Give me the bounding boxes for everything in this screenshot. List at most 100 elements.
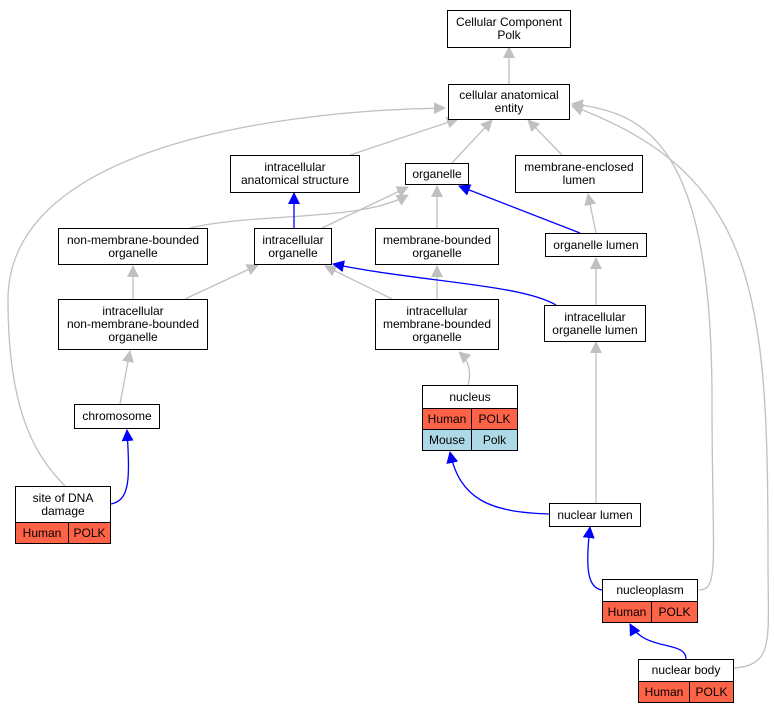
edge-nucleoplasm-nlumen — [582, 526, 603, 591]
node-site-of-dna-damage[interactable]: site of DNA damage Human POLK — [15, 486, 111, 544]
node-cellular-anatomical-entity[interactable]: cellular anatomical entity — [448, 84, 570, 120]
node-label-line: Cellular Component — [455, 15, 563, 29]
species-cell: Human — [427, 411, 467, 426]
node-label-line: membrane-enclosed — [524, 160, 634, 174]
node-label-line: intracellular — [262, 232, 324, 247]
gene-cell: POLK — [689, 682, 733, 702]
node-label: nuclear lumen — [550, 504, 640, 526]
annotation-row-human: Human POLK — [16, 522, 110, 543]
node-label-line: organelle — [412, 245, 462, 260]
edge-organelle-cae — [451, 119, 493, 164]
node-label-line: lumen — [562, 173, 596, 187]
edge-nbody-cae — [571, 104, 770, 669]
node-nuclear-lumen[interactable]: nuclear lumen — [549, 503, 641, 527]
edge-nbody-nucleoplasm — [629, 623, 687, 660]
edge-chromosome-inmbo — [119, 350, 134, 405]
node-intracellular-organelle[interactable]: intracellular organelle — [254, 228, 332, 265]
node-label-line: organelle lumen — [553, 237, 639, 252]
node-label-line: chromosome — [82, 409, 152, 423]
gene-cell: Polk — [471, 430, 517, 450]
edge-intracellular-cae — [349, 116, 459, 156]
node-nucleoplasm[interactable]: nucleoplasm Human POLK — [602, 579, 698, 623]
node-label: intracellular organelle — [255, 229, 331, 264]
node-label: intracellular non-membrane-bounded organ… — [59, 300, 207, 349]
node-membrane-enclosed-lumen[interactable]: membrane-enclosed lumen — [515, 155, 643, 193]
node-label-line: membrane-bounded — [382, 232, 492, 247]
node-root[interactable]: Cellular Component Polk — [447, 10, 571, 48]
node-label: chromosome — [75, 405, 159, 428]
node-label: cellular anatomical entity — [449, 85, 569, 119]
node-label-line: organelle lumen — [552, 322, 638, 337]
node-label-line: membrane-bounded — [382, 317, 492, 331]
node-nuclear-body[interactable]: nuclear body Human POLK — [638, 659, 734, 703]
node-label-line: nucleoplasm — [616, 583, 684, 597]
node-label: site of DNA damage — [16, 487, 110, 522]
node-label: organelle — [406, 164, 468, 184]
node-organelle-lumen[interactable]: organelle lumen — [545, 233, 647, 257]
node-label-line: organelle — [268, 245, 318, 260]
edge-dna-cae — [7, 102, 446, 487]
node-intracellular-non-membrane-bounded-organelle[interactable]: intracellular non-membrane-bounded organ… — [58, 299, 208, 350]
node-label-line: damage — [41, 503, 85, 518]
node-label: non-membrane-bounded organelle — [59, 229, 207, 264]
node-label-line: intracellular — [406, 304, 468, 318]
edge-nucleus-imbo — [458, 351, 472, 386]
node-label: intracellular anatomical structure — [231, 156, 359, 192]
node-nucleus[interactable]: nucleus Human POLK Mouse Polk — [422, 385, 518, 451]
node-label-line: non-membrane-bounded — [66, 232, 200, 247]
edge-nucleoplasm-cae — [571, 99, 715, 591]
species-cell: Human — [644, 684, 684, 699]
edge-mel-olumen — [584, 193, 597, 234]
node-label: organelle lumen — [546, 234, 646, 256]
node-label-line: cellular anatomical — [459, 88, 559, 102]
node-chromosome[interactable]: chromosome — [74, 404, 160, 429]
node-label: membrane-bounded organelle — [376, 229, 498, 264]
node-label-line: organelle — [412, 330, 462, 344]
edge-dna-chromosome — [110, 429, 134, 505]
node-label: Cellular Component Polk — [448, 11, 570, 47]
node-label: intracellular membrane-bounded organelle — [376, 300, 498, 349]
node-label: membrane-enclosed lumen — [516, 156, 642, 192]
node-label: nucleoplasm — [603, 580, 697, 601]
node-organelle[interactable]: organelle — [405, 163, 469, 185]
annotation-row-mouse: Mouse Polk — [423, 429, 517, 450]
annotation-row-human: Human POLK — [423, 408, 517, 429]
edge-mel-cae — [527, 119, 563, 156]
node-label-line: anatomical structure — [240, 173, 350, 187]
node-label-line: organelle — [108, 245, 158, 260]
node-label-line: intracellular — [564, 309, 626, 324]
node-label-line: nuclear body — [651, 663, 721, 677]
node-label-line: nucleus — [449, 389, 491, 404]
species-cell: Human — [607, 604, 647, 619]
node-label-line: organelle — [108, 330, 158, 344]
node-label-line: nuclear lumen — [557, 507, 633, 522]
edge-io-organelle — [321, 186, 409, 229]
edge-olumen-organelle — [458, 184, 581, 234]
node-label: nuclear body — [639, 660, 733, 681]
species-cell: Mouse — [428, 432, 466, 447]
node-label-line: site of DNA — [32, 490, 94, 505]
node-label-line: intracellular — [102, 304, 164, 318]
node-label: nucleus — [423, 386, 517, 408]
species-cell: Human — [22, 525, 62, 540]
edge-nmbo-organelle — [189, 194, 409, 229]
gene-cell: POLK — [471, 409, 517, 429]
node-label: intracellular organelle lumen — [545, 306, 645, 341]
node-label-line: non-membrane-bounded — [66, 317, 200, 331]
node-label-line: Polk — [497, 28, 521, 42]
gene-cell: POLK — [651, 602, 697, 622]
edge-nlumen-nucleus — [446, 451, 550, 515]
annotation-row-human: Human POLK — [639, 681, 733, 702]
node-non-membrane-bounded-organelle[interactable]: non-membrane-bounded organelle — [58, 228, 208, 265]
node-intracellular-membrane-bounded-organelle[interactable]: intracellular membrane-bounded organelle — [375, 299, 499, 350]
node-intracellular-anatomical-structure[interactable]: intracellular anatomical structure — [230, 155, 360, 193]
gene-cell: POLK — [68, 523, 110, 543]
annotation-row-human: Human POLK — [603, 601, 697, 622]
node-membrane-bounded-organelle[interactable]: membrane-bounded organelle — [375, 228, 499, 265]
edge-imbo-io — [324, 265, 393, 300]
node-intracellular-organelle-lumen[interactable]: intracellular organelle lumen — [544, 305, 646, 342]
edge-iol-io — [332, 260, 557, 306]
node-label-line: entity — [494, 101, 524, 115]
